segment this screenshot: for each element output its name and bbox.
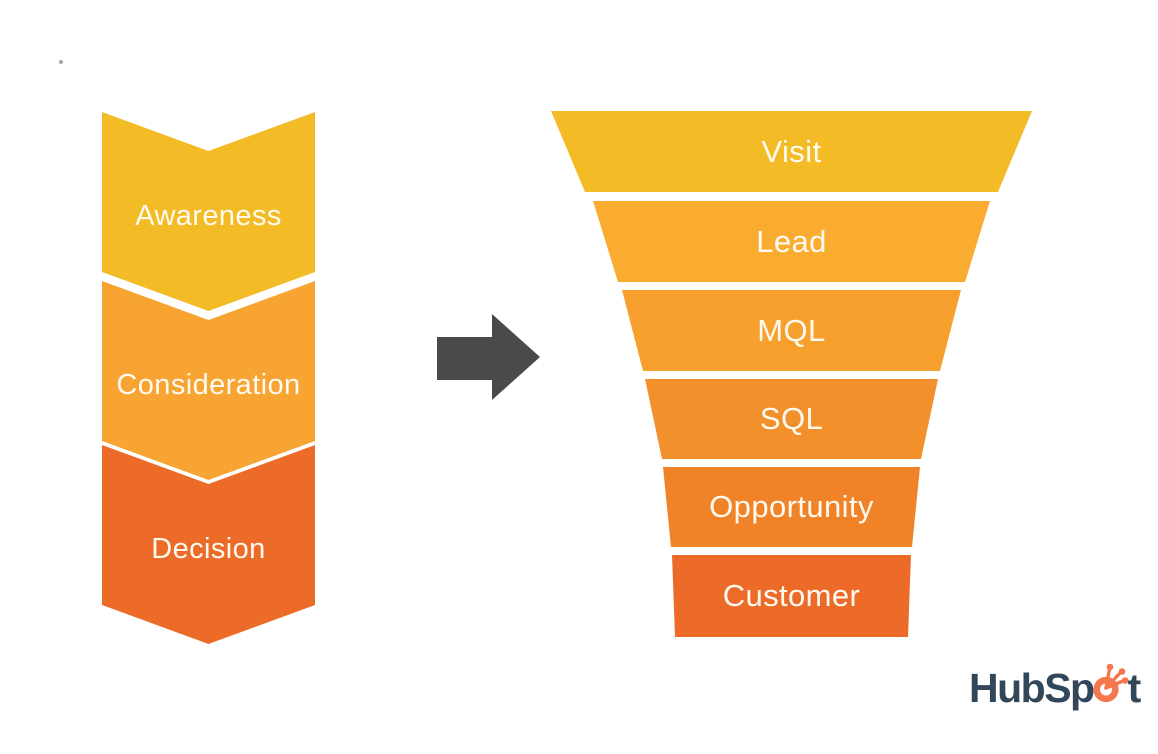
chevron-awareness: Awareness bbox=[102, 112, 315, 311]
funnel-segment-mql-label: MQL bbox=[757, 312, 826, 348]
funnel-segment-visit-label: Visit bbox=[761, 133, 822, 169]
funnel-segment-customer-label: Customer bbox=[722, 578, 861, 613]
chevron-decision-label: Decision bbox=[151, 533, 266, 565]
funnel-segment-lead: Lead bbox=[593, 201, 990, 282]
funnel-segment-opportunity: Opportunity bbox=[663, 467, 920, 547]
funnel-segment-mql: MQL bbox=[622, 290, 961, 371]
chevron-decision: Decision bbox=[102, 445, 315, 644]
chevron-awareness-label: Awareness bbox=[135, 200, 282, 232]
funnel-segment-sql: SQL bbox=[645, 379, 938, 459]
hubspot-logo-text-before: HubSp bbox=[969, 665, 1095, 711]
funnel-segment-visit: Visit bbox=[551, 111, 1032, 192]
funnel-segment-sql-label: SQL bbox=[759, 401, 824, 436]
funnel-segment-customer: Customer bbox=[672, 555, 911, 637]
chevron-consideration-label: Consideration bbox=[116, 369, 301, 401]
funnel-segment-opportunity-label: Opportunity bbox=[709, 489, 874, 524]
funnel-segment-lead-label: Lead bbox=[756, 223, 827, 259]
hubspot-sprocket-icon bbox=[1092, 663, 1129, 703]
hubspot-logo-text-after: t bbox=[1127, 665, 1142, 711]
dust-speck bbox=[59, 60, 63, 64]
right-arrow-icon bbox=[437, 314, 540, 400]
hubspot-logo: HubSp t bbox=[969, 662, 1142, 711]
